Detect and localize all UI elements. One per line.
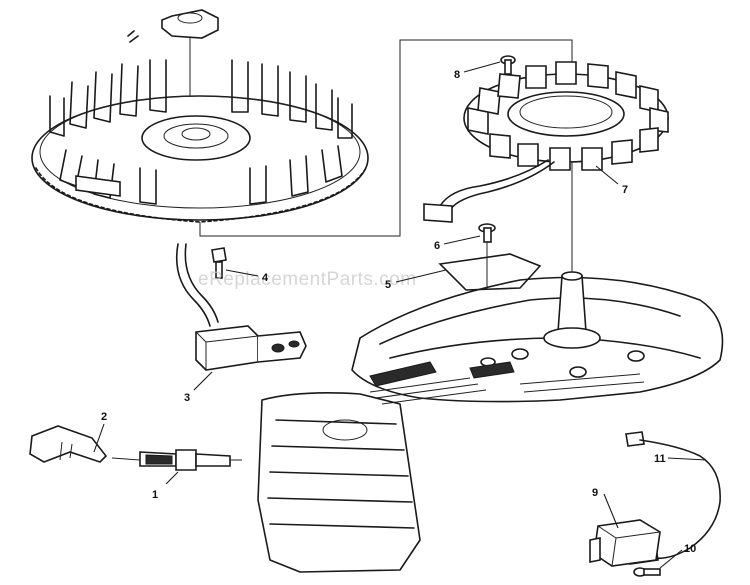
callout-label-1: 1 bbox=[152, 489, 158, 501]
callout-label-2: 2 bbox=[101, 411, 107, 423]
watermark-text: eReplacementParts.com bbox=[198, 269, 417, 290]
flywheel-key bbox=[127, 30, 139, 43]
callout-label-4: 4 bbox=[262, 272, 269, 284]
ignition-coil bbox=[175, 243, 307, 371]
bracket-screw bbox=[478, 223, 496, 243]
callout-label-5: 5 bbox=[385, 279, 391, 291]
stator bbox=[423, 61, 669, 223]
regulator bbox=[589, 519, 661, 567]
stator-screw bbox=[500, 55, 516, 75]
callout-label-6: 6 bbox=[434, 240, 440, 252]
callout-label-7: 7 bbox=[622, 184, 628, 196]
callout-label-8: 8 bbox=[454, 69, 460, 81]
spark-plug bbox=[111, 449, 242, 471]
flywheel-nut bbox=[161, 9, 219, 125]
leader-lines bbox=[93, 61, 707, 569]
callout-label-11: 11 bbox=[654, 453, 666, 465]
callout-label-9: 9 bbox=[592, 487, 598, 499]
flywheel bbox=[31, 9, 369, 223]
engine-block bbox=[257, 170, 724, 573]
bracket bbox=[438, 242, 542, 291]
stator-connector bbox=[423, 203, 453, 223]
regulator-screw bbox=[633, 567, 661, 577]
callout-label-3: 3 bbox=[184, 392, 190, 404]
spark-plug-boot bbox=[29, 425, 108, 463]
callout-label-10: 10 bbox=[684, 543, 696, 555]
coil-screw bbox=[211, 247, 227, 279]
